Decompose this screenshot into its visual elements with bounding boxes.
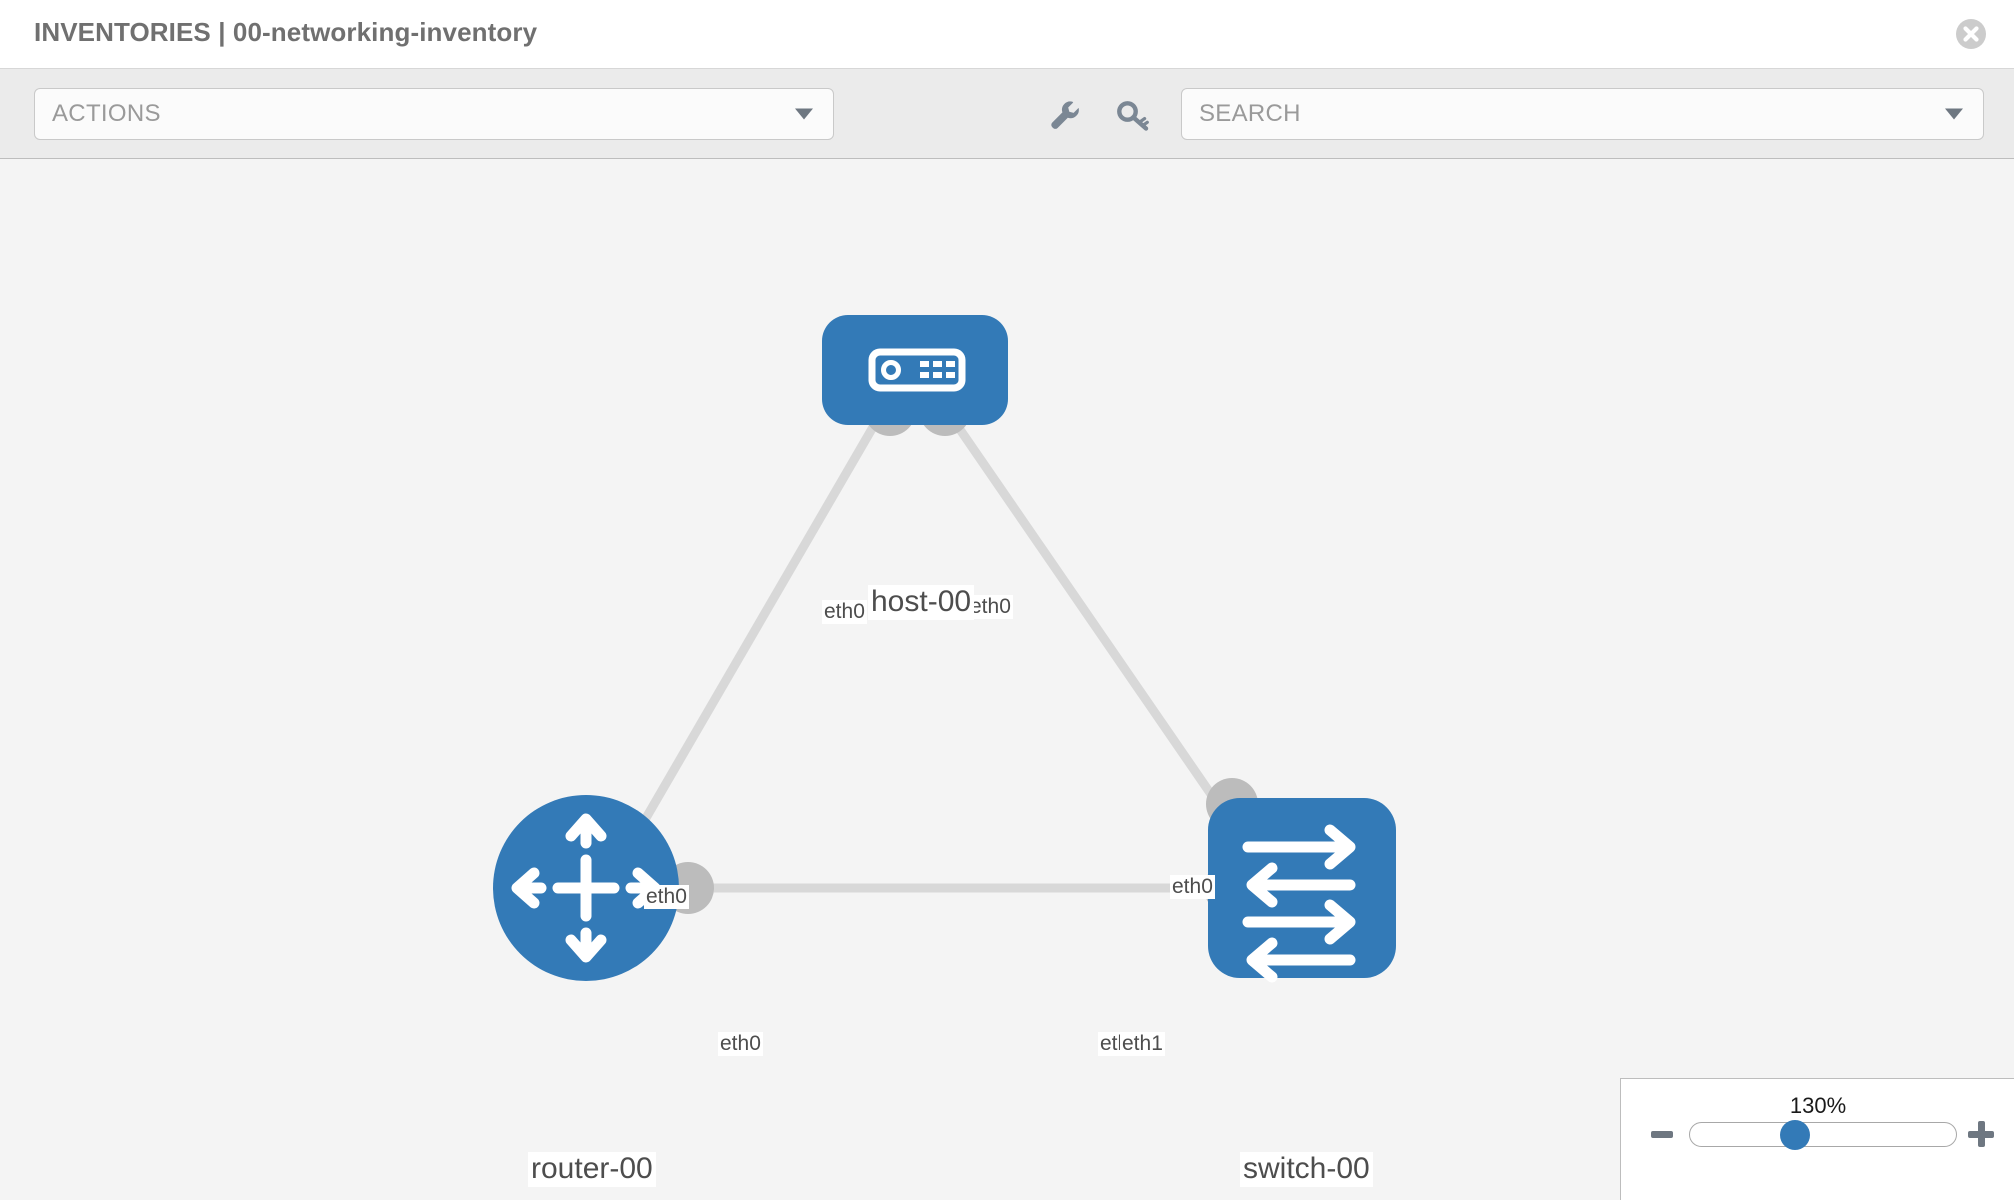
topology-links	[606, 412, 1274, 893]
wrench-icon[interactable]	[1045, 95, 1085, 135]
zoom-slider-thumb[interactable]	[1780, 1120, 1810, 1150]
edge-label-host-eth0-right: eth0	[968, 595, 1013, 620]
node-switch-00[interactable]	[1208, 798, 1396, 983]
topology-graph	[493, 315, 1396, 983]
edge-label-switch-eth1: eth1	[1120, 1032, 1165, 1057]
toolbar: ACTIONS SEARCH	[0, 69, 2014, 159]
search-input[interactable]: SEARCH	[1199, 100, 1301, 127]
router-arrows-icon	[511, 813, 661, 963]
actions-dropdown-label: ACTIONS	[52, 100, 161, 127]
zoom-level-label: 130%	[1789, 1093, 1847, 1118]
edge-label-router-eth0: eth0	[718, 1032, 763, 1057]
close-circle-icon[interactable]	[1954, 17, 1988, 51]
link-host-router[interactable]	[606, 412, 884, 883]
node-label-host-00: host-00	[868, 585, 975, 620]
topology-canvas[interactable]: eth0 eth0 eth0 eth0 eth0 eth0 eth1 host-…	[0, 160, 2014, 1200]
zoom-in-button[interactable]	[1968, 1121, 1994, 1147]
key-icon[interactable]	[1113, 95, 1153, 135]
search-dropdown[interactable]: SEARCH	[1181, 88, 1984, 140]
actions-dropdown[interactable]: ACTIONS	[34, 88, 834, 140]
chevron-down-icon	[1945, 108, 1963, 120]
node-label-switch-00: switch-00	[1240, 1152, 1373, 1187]
zoom-out-button[interactable]	[1651, 1131, 1673, 1138]
node-label-router-00: router-00	[528, 1152, 656, 1187]
zoom-control-panel: 130%	[1620, 1078, 2014, 1200]
page-header: INVENTORIES | 00-networking-inventory	[0, 0, 2014, 69]
chevron-down-icon	[795, 108, 813, 120]
topology-ports	[662, 384, 1258, 914]
edge-label-host-eth0-left: eth0	[822, 600, 867, 625]
node-router-00[interactable]	[493, 795, 679, 981]
switch-arrows-icon	[1242, 824, 1356, 983]
zoom-slider[interactable]	[1689, 1122, 1957, 1147]
node-host-00[interactable]	[822, 315, 1008, 425]
server-icon	[868, 348, 966, 392]
page-title: INVENTORIES | 00-networking-inventory	[34, 17, 538, 47]
edge-label-switch-eth0-uplink: eth0	[1170, 875, 1215, 900]
edge-label-router-eth0-uplink: eth0	[644, 885, 689, 910]
